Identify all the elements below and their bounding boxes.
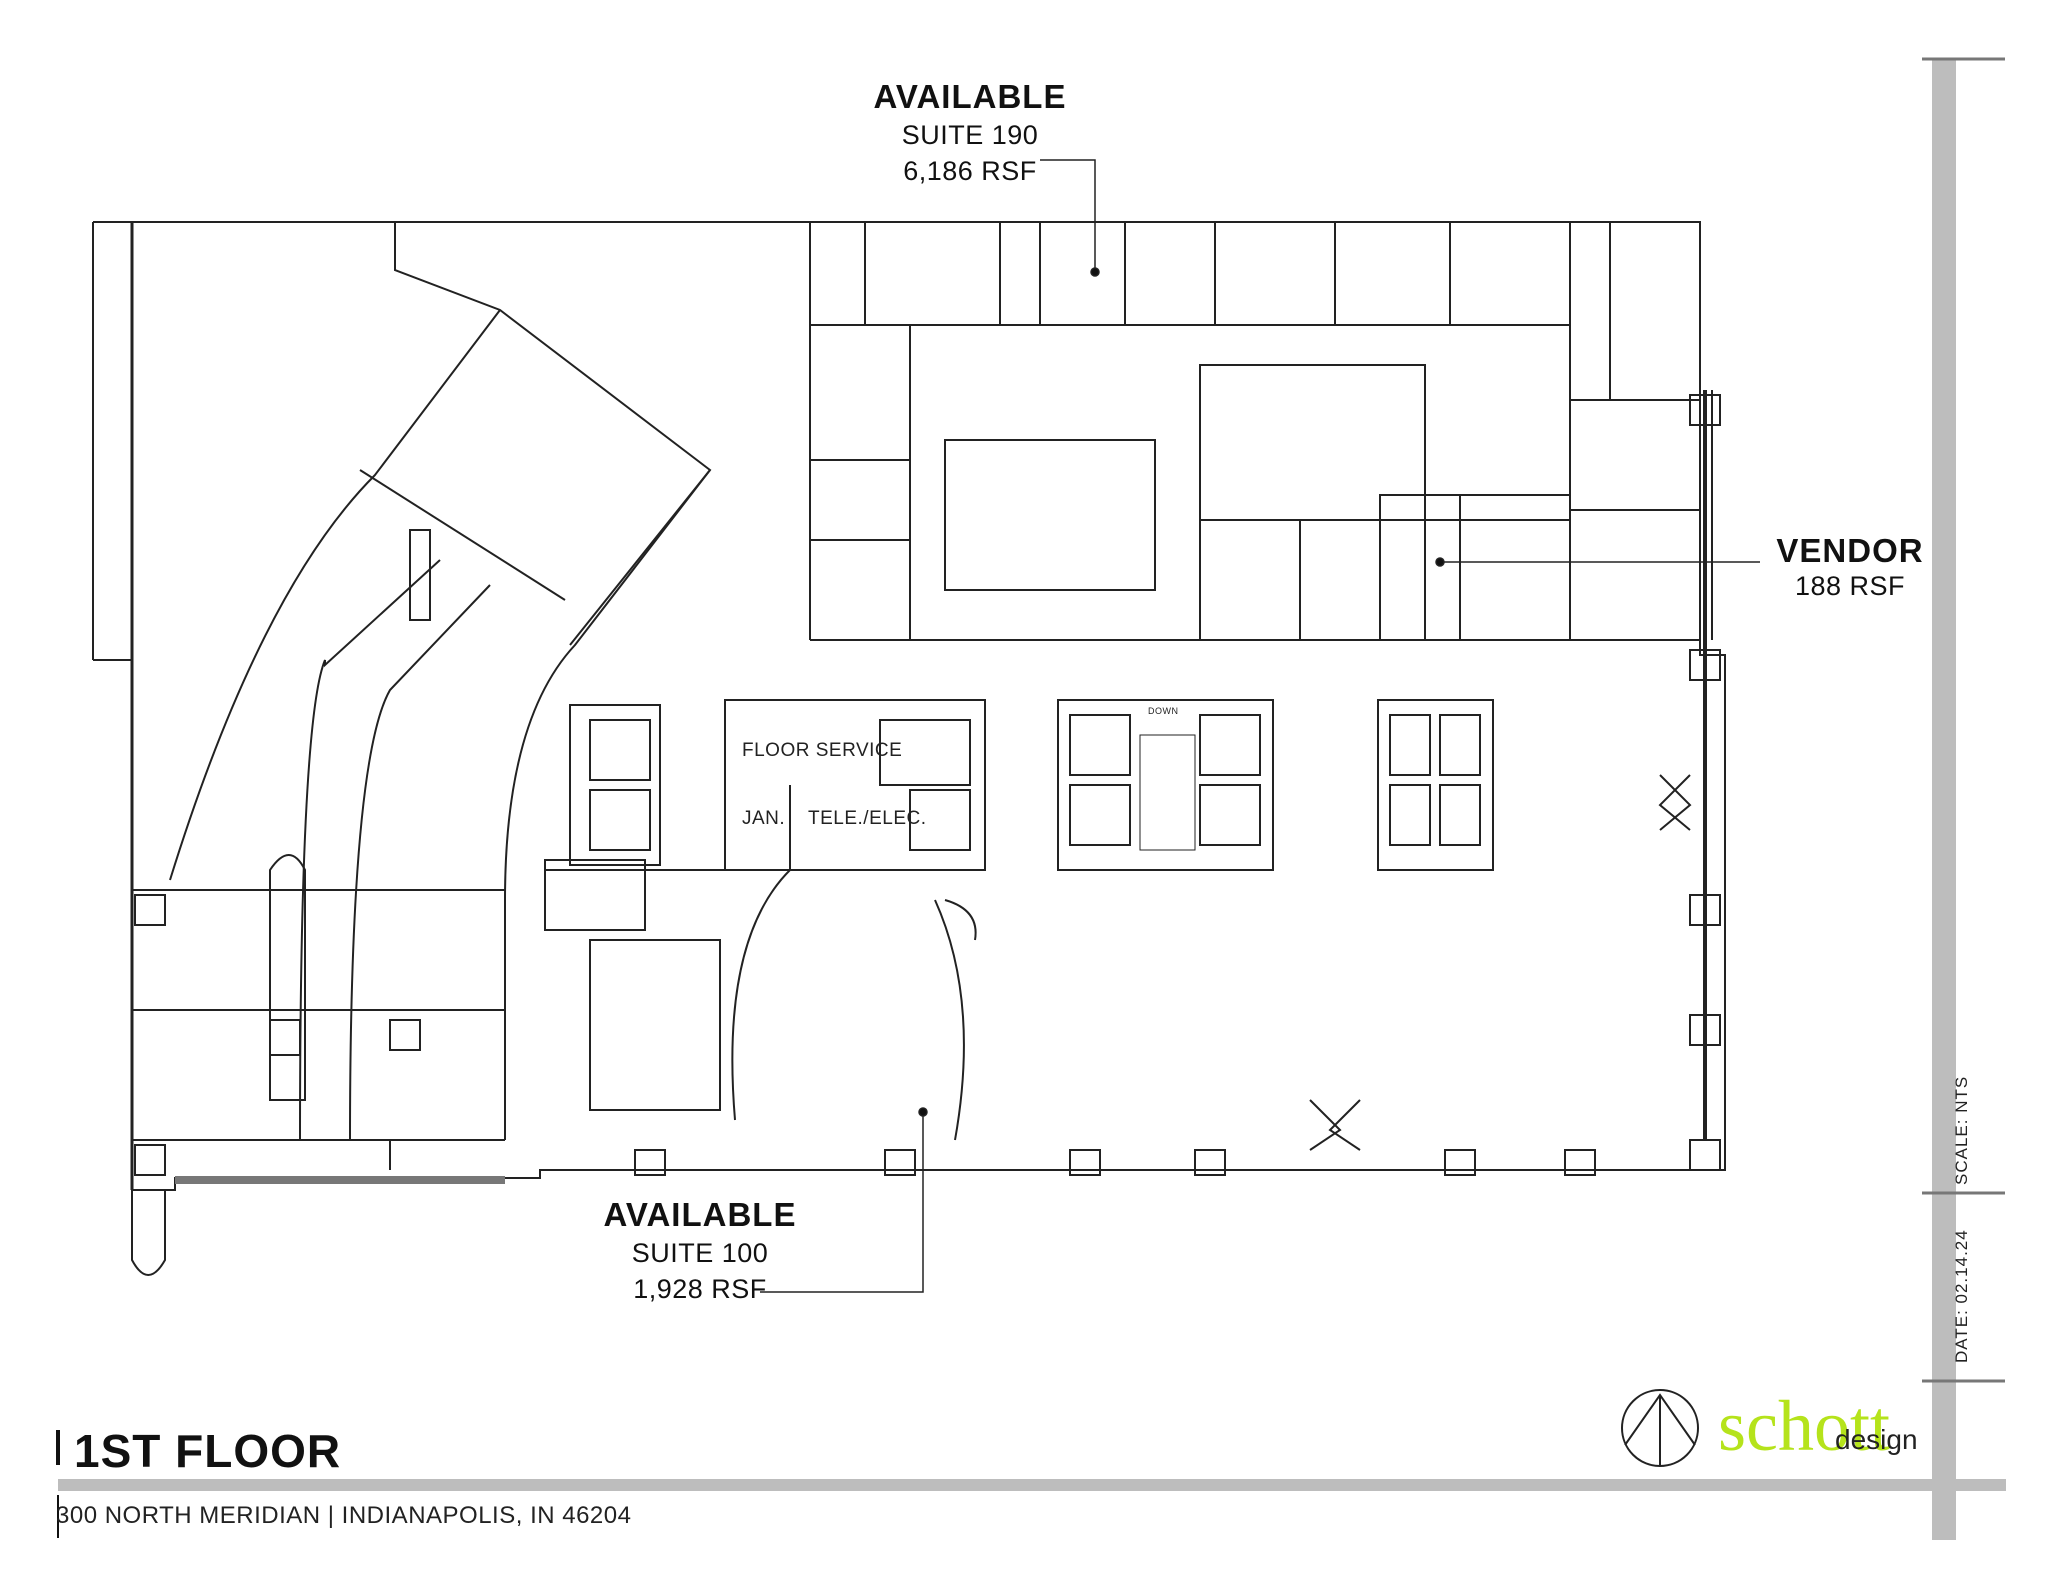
suite-190-area: 6,186 RSF xyxy=(903,156,1037,186)
floor-title: 1ST FLOOR xyxy=(74,1425,342,1477)
suite-100-area: 1,928 RSF xyxy=(633,1274,767,1304)
scale-note: SCALE: NTS xyxy=(1952,1075,1971,1185)
logo-subtitle: design xyxy=(1835,1424,1918,1455)
suite-100-label: AVAILABLE SUITE 100 1,928 RSF xyxy=(580,1198,820,1303)
tele-elec-label: TELE./ELEC. xyxy=(808,808,927,829)
logo-wordmark: schott xyxy=(1718,1386,1890,1466)
vendor-status: VENDOR xyxy=(1776,532,1924,569)
north-arrow-icon xyxy=(1621,1389,1699,1467)
jan-label: JAN. xyxy=(742,808,786,829)
stair-tag: DOWN xyxy=(1148,706,1179,716)
suite-190-status: AVAILABLE xyxy=(873,78,1067,115)
suite-190-walls xyxy=(809,222,1700,641)
vendor-area: 188 RSF xyxy=(1794,571,1906,601)
date-note: DATE: 02.14.24 xyxy=(1952,1229,1971,1363)
address: 300 NORTH MERIDIAN | INDIANAPOLIS, IN 46… xyxy=(56,1502,632,1529)
suite-100-status: AVAILABLE xyxy=(603,1196,797,1233)
suite-100-name: SUITE 100 xyxy=(631,1238,769,1268)
vendor-label: VENDOR 188 RSF xyxy=(1760,534,1940,600)
building-core xyxy=(544,699,1494,1111)
building-outline xyxy=(92,221,1726,1276)
leader-lines xyxy=(760,159,1760,1293)
entry-doors xyxy=(1309,774,1692,1151)
columns xyxy=(134,394,1721,1176)
floor-service-label: FLOOR SERVICE xyxy=(742,740,903,761)
suite-190-label: AVAILABLE SUITE 190 6,186 RSF xyxy=(850,80,1090,185)
suite-190-name: SUITE 190 xyxy=(901,120,1039,150)
suite-100-walls xyxy=(545,869,977,1141)
